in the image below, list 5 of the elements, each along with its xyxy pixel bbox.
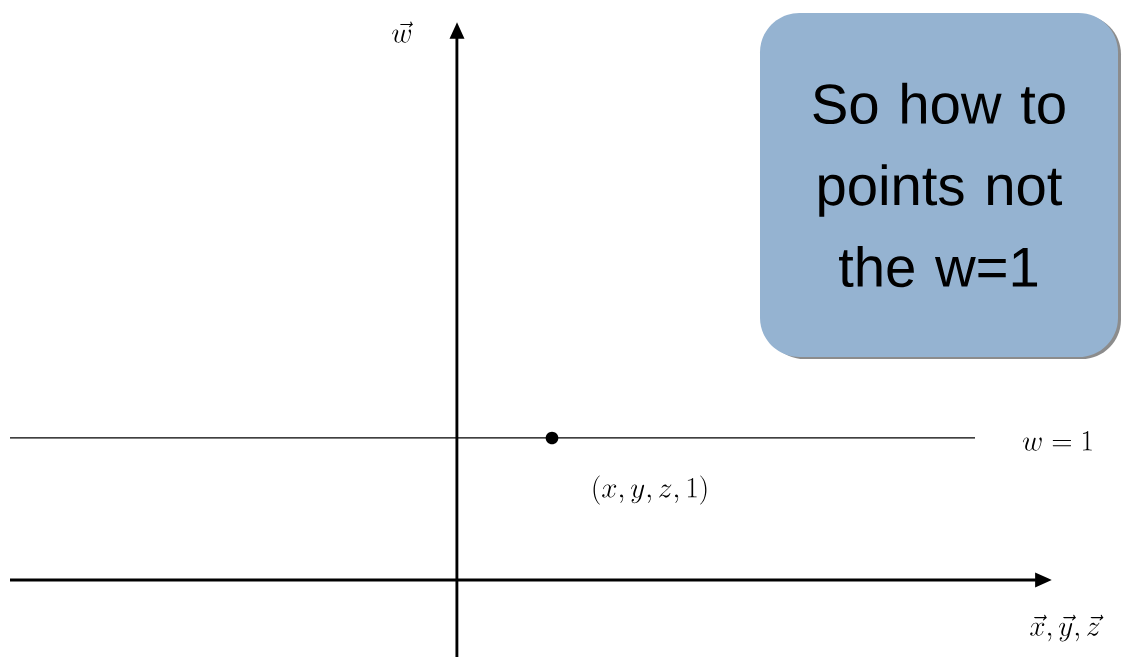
line-equation: $w=1$ xyxy=(1022,431,1092,451)
callout-box: So how to points not the w=1 xyxy=(760,13,1121,359)
axis-label: $\vec{x},\vec{y},\vec{z}$ xyxy=(1030,614,1104,642)
vector-label: $\vec{w}$ xyxy=(392,21,413,43)
point-label: $(x,y,z,1)$ xyxy=(593,475,707,505)
